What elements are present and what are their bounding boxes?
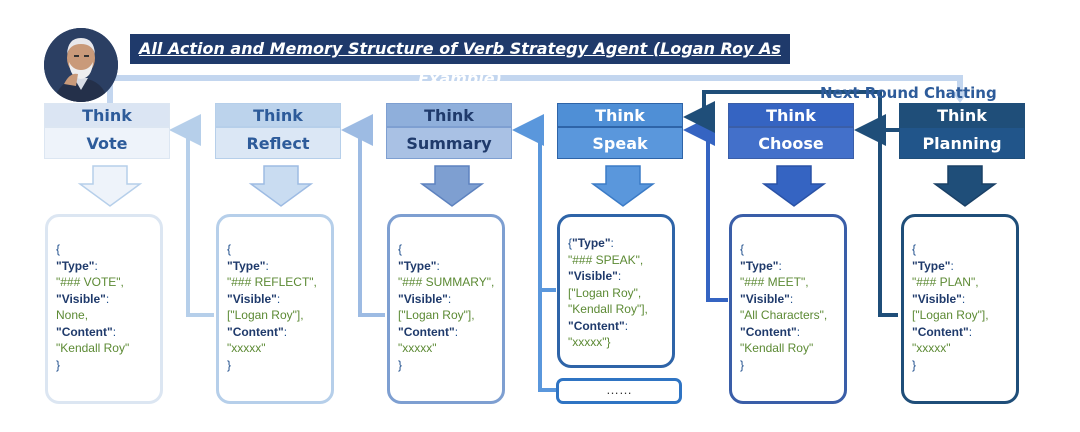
content-key: "Content" [568, 318, 625, 333]
stage-speak: Think Speak [557, 103, 683, 159]
think-label: Think [557, 103, 683, 127]
more-messages-box: …… [556, 378, 682, 404]
type-key: "Type" [912, 258, 951, 273]
content-key: "Content" [398, 324, 455, 339]
think-label: Think [899, 103, 1025, 127]
stage-vote: Think Vote [44, 103, 170, 159]
connector-planning-to-speak [683, 90, 898, 317]
content-value: "xxxxx" [398, 341, 437, 355]
brace-close: } [740, 357, 745, 372]
content-key: "Content" [912, 324, 969, 339]
next-round-loop-arrowhead [952, 92, 968, 103]
next-round-label: Next Round Chatting [820, 84, 997, 102]
brace-close: } [227, 357, 232, 372]
think-label: Think [44, 103, 170, 127]
brace-close: } [56, 357, 61, 372]
brace-open: { [56, 242, 61, 256]
down-arrow-planning [932, 165, 998, 207]
type-key: "Type" [740, 258, 779, 273]
connector-speak-to-summary [512, 114, 556, 292]
brace-open: { [568, 236, 573, 250]
visible-value: ["Logan Roy", [568, 285, 642, 300]
visible-key: "Visible" [227, 291, 277, 306]
stage-choose: Think Choose [728, 103, 854, 159]
content-value: "xxxxx"} [568, 335, 611, 349]
visible-value: "All Characters", [740, 308, 828, 322]
connector-summary-to-reflect [341, 114, 385, 317]
type-key: "Type" [398, 258, 437, 273]
think-label: Think [728, 103, 854, 127]
type-value: "### SUMMARY", [398, 275, 495, 289]
memory-card-speak: {"Type": "### SPEAK", "Visible": ["Logan… [557, 214, 675, 368]
visible-key: "Visible" [398, 291, 448, 306]
type-value: "### VOTE", [56, 275, 124, 289]
action-label: Choose [728, 127, 854, 159]
action-label: Planning [899, 127, 1025, 159]
memory-card-choose: { "Type": "### MEET", "Visible": "All Ch… [729, 214, 847, 404]
content-value: "xxxxx" [227, 341, 266, 355]
down-arrow-speak [590, 165, 656, 207]
content-key: "Content" [227, 324, 284, 339]
memory-card-reflect: { "Type": "### REFLECT", "Visible": ["Lo… [216, 214, 334, 404]
memory-card-planning: { "Type": "### PLAN", "Visible": ["Logan… [901, 214, 1019, 404]
visible-key: "Visible" [912, 291, 962, 306]
visible-value: ["Logan Roy"], [227, 308, 304, 322]
visible-value-2: "Kendall Roy"], [568, 302, 648, 316]
visible-key: "Visible" [568, 269, 618, 283]
avatar [44, 28, 118, 102]
type-key: "Type" [227, 258, 266, 273]
visible-value: None, [56, 308, 89, 322]
type-value: "### PLAN", [912, 275, 979, 289]
brace-close: } [912, 357, 917, 372]
visible-value: ["Logan Roy"], [398, 308, 475, 322]
connector-reflect-to-vote [169, 114, 214, 317]
brace-open: { [398, 242, 403, 256]
memory-card-summary: { "Type": "### SUMMARY", "Visible": ["Lo… [387, 214, 505, 404]
stage-summary: Think Summary [386, 103, 512, 159]
visible-value: ["Logan Roy"], [912, 308, 989, 322]
diagram-title: All Action and Memory Structure of Verb … [130, 34, 790, 88]
action-label: Summary [386, 127, 512, 159]
brace-open: { [912, 242, 917, 256]
visible-key: "Visible" [740, 291, 790, 306]
content-value: "Kendall Roy" [56, 341, 130, 355]
brace-open: { [740, 242, 745, 256]
brace-open: { [227, 242, 232, 256]
down-arrow-vote [77, 165, 143, 207]
type-value: "### SPEAK", [568, 252, 644, 267]
type-key: "Type" [56, 258, 95, 273]
action-label: Vote [44, 127, 170, 159]
type-value: "### MEET", [740, 275, 809, 289]
down-arrow-choose [761, 165, 827, 207]
content-key: "Content" [56, 324, 113, 339]
think-label: Think [215, 103, 341, 127]
next-round-loop-line [107, 75, 963, 103]
action-label: Speak [557, 127, 683, 159]
down-arrow-summary [419, 165, 485, 207]
stage-reflect: Think Reflect [215, 103, 341, 159]
type-key: "Type" [572, 236, 611, 250]
brace-close: } [398, 357, 403, 372]
connector-more-to-summary [538, 290, 556, 392]
stage-planning: Think Planning [899, 103, 1025, 159]
content-key: "Content" [740, 324, 797, 339]
think-label: Think [386, 103, 512, 127]
content-value: "Kendall Roy" [740, 341, 814, 355]
bearded-man-portrait-icon [44, 28, 118, 102]
down-arrow-reflect [248, 165, 314, 207]
connector-choose-to-speak [683, 114, 728, 302]
memory-card-vote: { "Type": "### VOTE", "Visible": None, "… [45, 214, 163, 404]
type-value: "### REFLECT", [227, 275, 317, 289]
content-value: "xxxxx" [912, 341, 951, 355]
visible-key: "Visible" [56, 291, 106, 306]
action-label: Reflect [215, 127, 341, 159]
